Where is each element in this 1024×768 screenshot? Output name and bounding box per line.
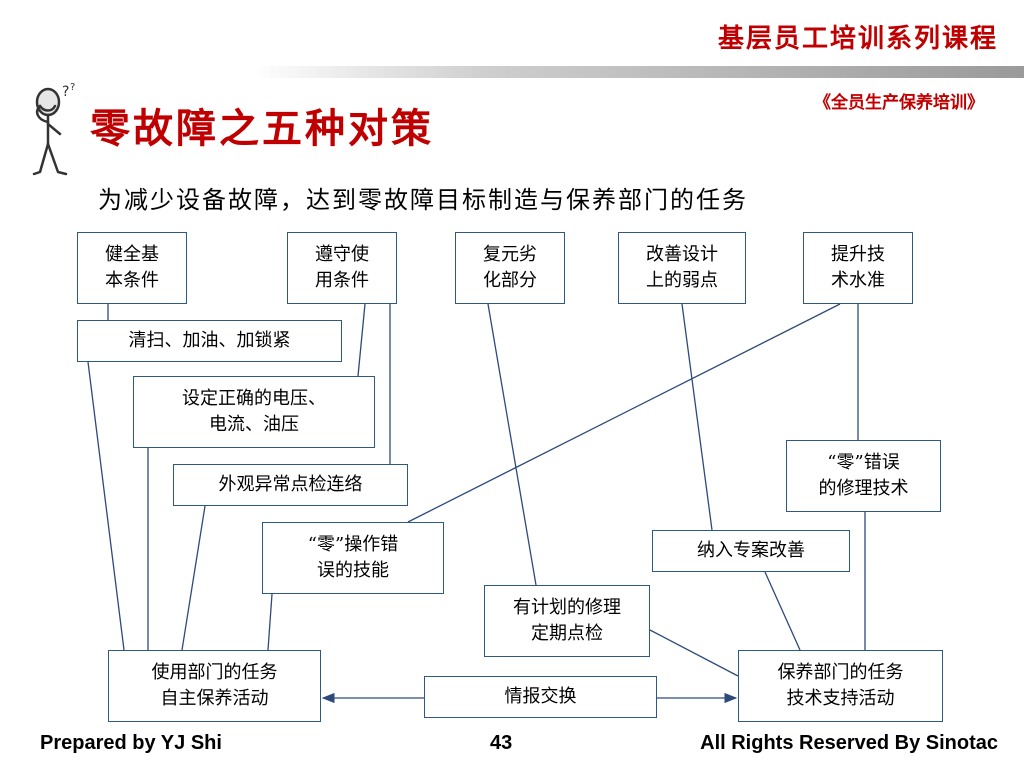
edge-inspect-to-user_dept (181, 505, 206, 651)
edge-skill-to-op_error (407, 303, 841, 523)
edge-clean-to-user_dept (87, 361, 125, 651)
node-zero-repair-error: “零”错误 的修理技术 (786, 440, 941, 512)
svg-text:?: ? (70, 82, 75, 93)
node-user-department-tasks: 使用部门的任务 自主保养活动 (108, 650, 321, 722)
node-maintenance-department-tasks: 保养部门的任务 技术支持活动 (738, 650, 943, 722)
edge-planned-to-maint_dept (649, 629, 739, 677)
footer-prepared-by: Prepared by YJ Shi (40, 732, 222, 754)
node-voltage-settings: 设定正确的电压、 电流、油压 (133, 376, 375, 448)
subtitle: 为减少设备故障，达到零故障目标制造与保养部门的任务 (98, 186, 748, 214)
svg-text:?: ? (62, 84, 69, 100)
node-usage-conditions: 遵守使 用条件 (287, 232, 397, 304)
edge-usage-to-voltage (357, 303, 366, 377)
node-basic-conditions: 健全基 本条件 (77, 232, 187, 304)
node-planned-maintenance: 有计划的修理 定期点检 (484, 585, 650, 657)
edge-restore-to-planned (487, 303, 537, 586)
edge-project-to-maint_dept (764, 571, 801, 651)
page-title: 零故障之五种对策 (90, 105, 434, 152)
node-zero-operation-error: “零”操作错 误的技能 (262, 522, 444, 594)
edge-op_error-to-user_dept (267, 593, 273, 651)
node-restore-deterioration: 复元劣 化部分 (455, 232, 565, 304)
node-design-weakness: 改善设计 上的弱点 (618, 232, 746, 304)
edge-design-to-project (681, 303, 713, 531)
node-visual-inspection: 外观异常点检连络 (173, 464, 408, 506)
node-skill-level: 提升技 术水准 (803, 232, 913, 304)
node-project-improvement: 纳入专案改善 (652, 530, 850, 572)
thinking-figure-icon: ? ? (32, 82, 75, 176)
footer-rights: All Rights Reserved By Sinotac (700, 732, 998, 754)
node-cleaning-lubricating: 清扫、加油、加锁紧 (77, 320, 342, 362)
series-title: 基层员工培训系列课程 (717, 24, 998, 54)
footer-page-number: 43 (490, 732, 513, 754)
node-information-exchange: 情报交换 (424, 676, 657, 718)
course-name: 《全员生产保养培训》 (814, 93, 984, 113)
header-gradient-bar (250, 66, 1024, 78)
